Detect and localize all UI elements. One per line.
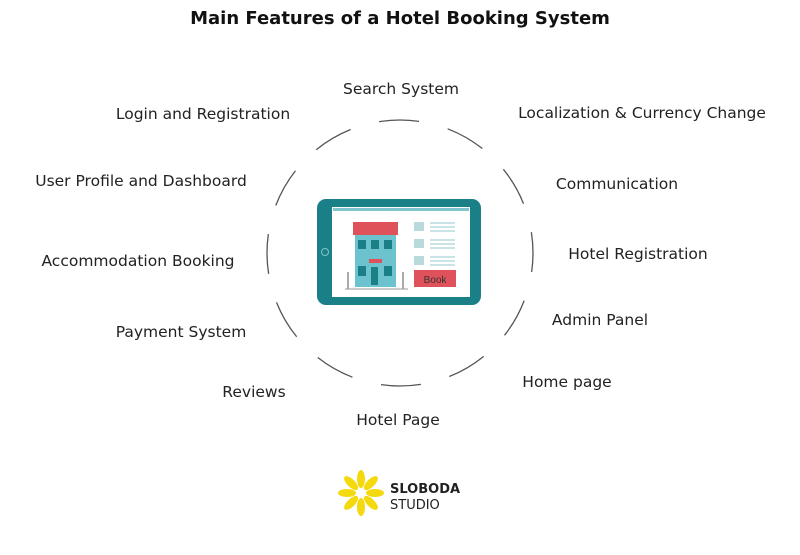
feature-payment-system: Payment System xyxy=(115,323,247,341)
logo-line2: STUDIO xyxy=(390,498,440,513)
logo-flower-icon xyxy=(338,470,384,516)
logo-line1: SLOBODA xyxy=(390,482,461,497)
dashed-ring xyxy=(266,119,534,387)
diagram-title: Main Features of a Hotel Booking System xyxy=(190,8,610,29)
book-label: Book xyxy=(424,275,448,286)
feature-communication: Communication xyxy=(555,175,679,193)
feature-search-system: Search System xyxy=(343,80,459,98)
feature-user-profile: User Profile and Dashboard xyxy=(35,172,247,190)
feature-home-page: Home page xyxy=(522,373,612,391)
sloboda-studio-logo: SLOBODA STUDIO xyxy=(390,482,460,514)
feature-localization: Localization & Currency Change xyxy=(518,104,766,122)
feature-hotel-page: Hotel Page xyxy=(356,411,440,429)
feature-admin-panel: Admin Panel xyxy=(551,311,649,329)
tablet-illustration: Book xyxy=(317,199,481,305)
feature-hotel-registration: Hotel Registration xyxy=(568,245,708,263)
feature-accommodation-booking: Accommodation Booking xyxy=(41,252,235,270)
feature-login-registration: Login and Registration xyxy=(115,105,291,123)
feature-reviews: Reviews xyxy=(222,383,286,401)
book-button xyxy=(414,270,456,287)
